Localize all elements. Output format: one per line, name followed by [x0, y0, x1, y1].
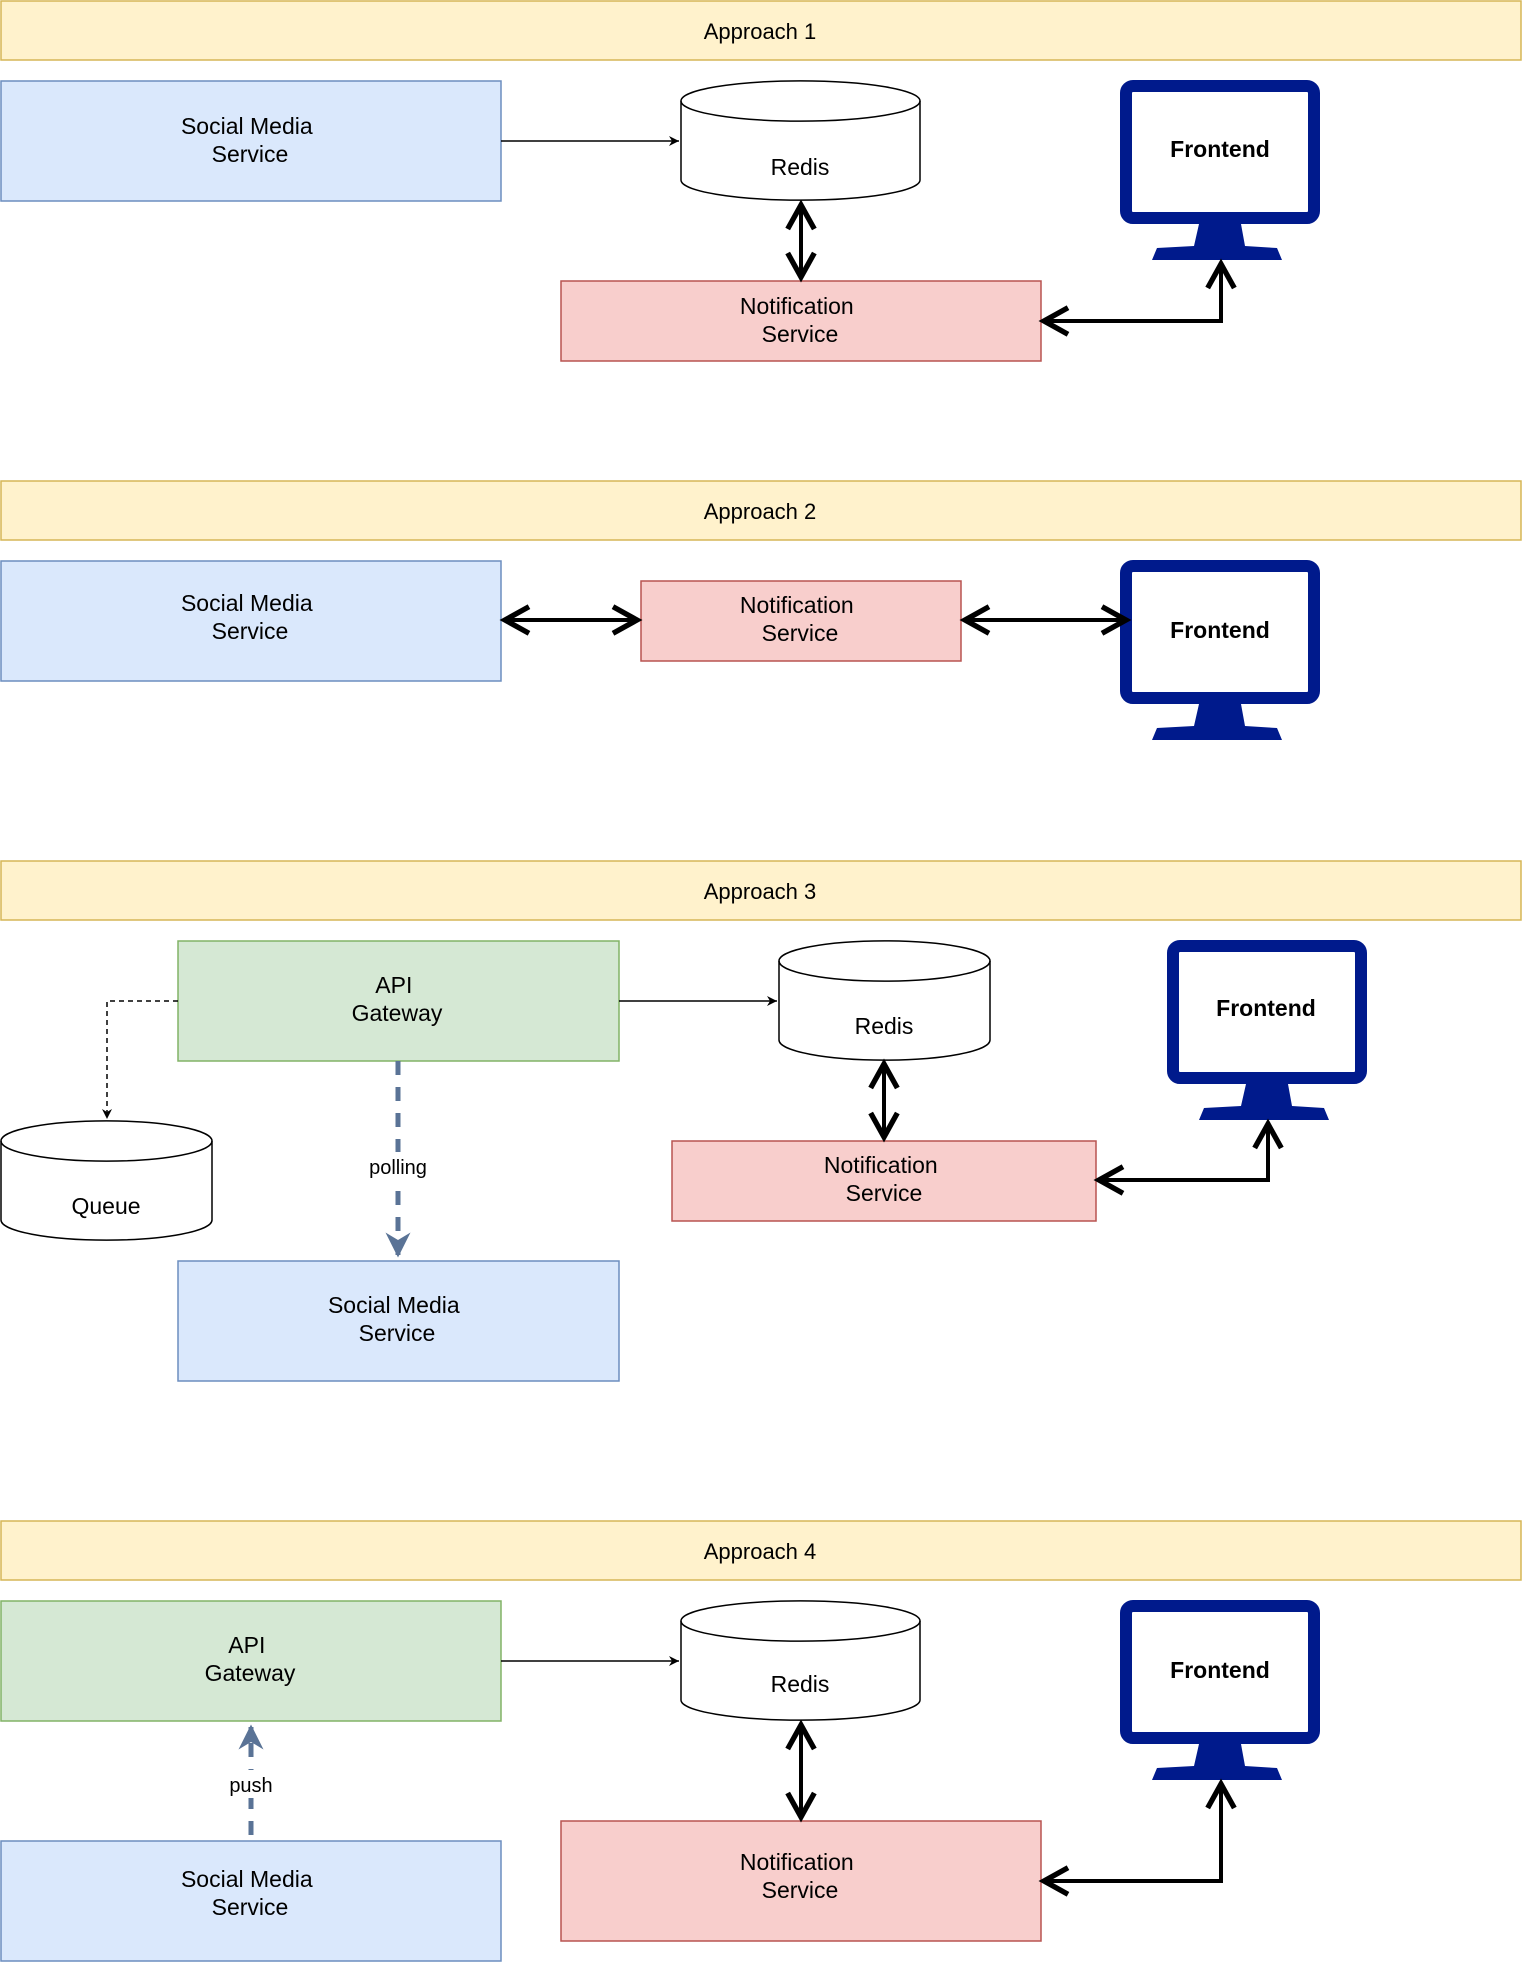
- svg-text:Notification Service: Notification Service: [740, 293, 860, 347]
- arrow-gateway-to-queue: [102, 1000, 178, 1119]
- svg-text:API Gateway: API Gateway: [205, 1632, 296, 1686]
- approach-4: Approach 4 API Gateway Redis Frontend So…: [0, 1520, 1522, 1962]
- notification-label-2: Service: [846, 1180, 923, 1206]
- notification-label-1: Notification: [740, 293, 854, 319]
- approach-1: Approach 1 Social Media Service Redis No…: [0, 0, 1522, 362]
- social-media-service: Social Media Service: [0, 1840, 502, 1962]
- api-gateway: API Gateway: [0, 1600, 502, 1722]
- redis-cylinder: Redis: [778, 940, 991, 1061]
- redis-label: Redis: [771, 154, 830, 180]
- notification-service: Notification Service: [560, 280, 1042, 362]
- social-media-label-2: Service: [359, 1320, 436, 1346]
- notification-label-1: Notification: [740, 592, 854, 618]
- approach-2-title: Approach 2: [704, 499, 817, 524]
- svg-text:Social Media Service: Social Media Service: [328, 1292, 466, 1346]
- approach-3-header: [0, 860, 1522, 921]
- svg-text:Notification Service: Notification Service: [824, 1152, 944, 1206]
- notification-service: Notification Service: [671, 1140, 1097, 1222]
- frontend-label: Frontend: [1170, 136, 1270, 162]
- api-gateway: API Gateway: [177, 940, 620, 1062]
- approach-3-title: Approach 3: [704, 879, 817, 904]
- social-media-label-1: Social Media: [181, 1866, 313, 1892]
- api-gateway-label-2: Gateway: [352, 1000, 443, 1026]
- notification-label-2: Service: [762, 620, 839, 646]
- approach-1-title: Approach 1: [704, 19, 817, 44]
- social-media-label-1: Social Media: [181, 113, 313, 139]
- arrow-notification-frontend: [1044, 1784, 1221, 1881]
- approach-1-header: [0, 0, 1522, 61]
- approach-4-title: Approach 4: [704, 1539, 817, 1564]
- svg-text:Social Media Service: Social Media Service: [181, 590, 319, 644]
- frontend-label: Frontend: [1170, 1657, 1270, 1683]
- svg-text:Notification Service: Notification Service: [740, 592, 860, 646]
- social-media-label-2: Service: [212, 618, 289, 644]
- polling-label: polling: [369, 1157, 427, 1179]
- frontend-monitor: Frontend: [1167, 940, 1367, 1120]
- frontend-monitor: Frontend: [1120, 560, 1320, 740]
- queue-cylinder: Queue: [0, 1120, 213, 1241]
- notification-label-2: Service: [762, 1877, 839, 1903]
- push-label: push: [229, 1775, 272, 1797]
- svg-text:Notification Service: Notification Service: [740, 1849, 860, 1903]
- api-gateway-label-1: API: [375, 972, 412, 998]
- frontend-label: Frontend: [1216, 995, 1316, 1021]
- social-media-label-1: Social Media: [181, 590, 313, 616]
- frontend-label: Frontend: [1170, 617, 1270, 643]
- svg-text:API Gateway: API Gateway: [352, 972, 443, 1026]
- frontend-monitor: Frontend: [1120, 80, 1320, 260]
- queue-label: Queue: [71, 1193, 140, 1219]
- notification-service: Notification Service: [560, 1820, 1042, 1942]
- api-gateway-label-2: Gateway: [205, 1660, 296, 1686]
- frontend-monitor: Frontend: [1120, 1600, 1320, 1780]
- svg-text:Social Media Service: Social Media Service: [181, 1866, 319, 1920]
- approach-4-header: [0, 1520, 1522, 1581]
- approach-3: Approach 3 API Gateway Redis Frontend Qu…: [0, 860, 1522, 1382]
- social-media-service: Social Media Service: [0, 80, 502, 202]
- approach-2: Approach 2 Social Media Service Notifica…: [0, 480, 1522, 740]
- svg-text:Social Media Service: Social Media Service: [181, 113, 319, 167]
- social-media-service: Social Media Service: [0, 560, 502, 682]
- social-media-label-2: Service: [212, 1894, 289, 1920]
- approach-2-header: [0, 480, 1522, 541]
- social-media-label-1: Social Media: [328, 1292, 460, 1318]
- notification-service: Notification Service: [640, 580, 962, 662]
- redis-cylinder: Redis: [680, 1600, 921, 1721]
- redis-label: Redis: [855, 1013, 914, 1039]
- social-media-label-2: Service: [212, 141, 289, 167]
- social-media-service: Social Media Service: [177, 1260, 620, 1382]
- api-gateway-label-1: API: [228, 1632, 265, 1658]
- notification-label-1: Notification: [740, 1849, 854, 1875]
- arrow-notification-frontend: [1044, 264, 1221, 321]
- redis-cylinder: Redis: [680, 80, 921, 201]
- notification-label-1: Notification: [824, 1152, 938, 1178]
- redis-label: Redis: [771, 1671, 830, 1697]
- notification-label-2: Service: [762, 321, 839, 347]
- arrow-notification-frontend: [1099, 1124, 1268, 1180]
